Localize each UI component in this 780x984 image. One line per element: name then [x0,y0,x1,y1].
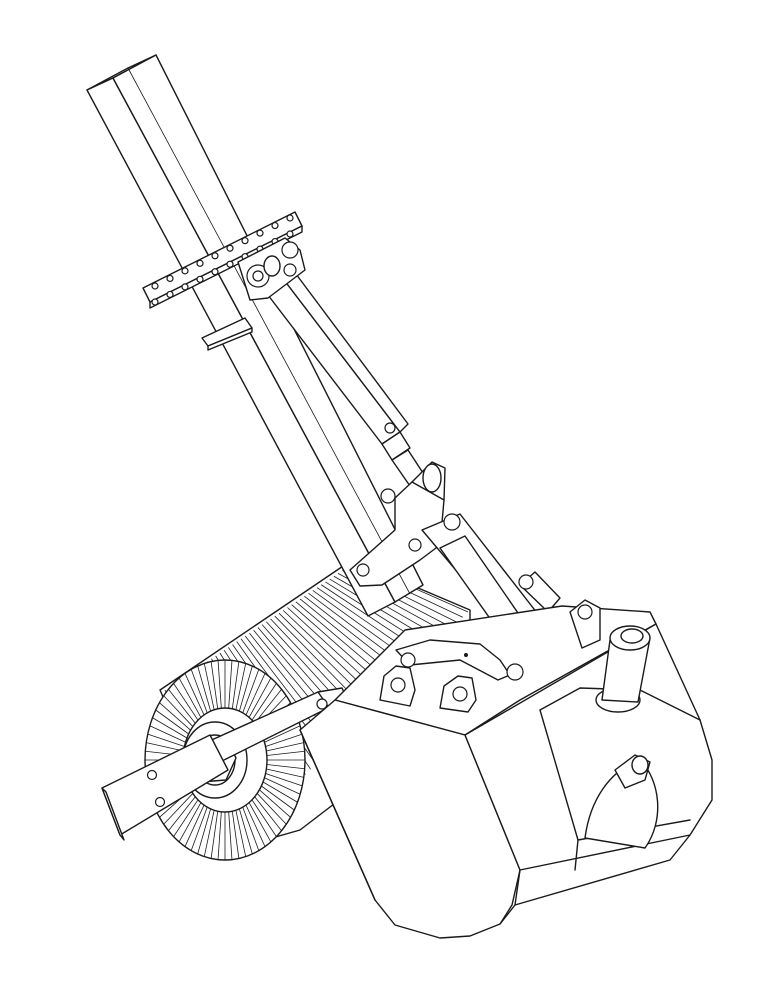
drum-end-fin-line [236,663,246,709]
flange-bolt [152,283,158,289]
drum-end-fin-line [264,778,300,794]
flange-bolt [182,268,188,274]
drum-end-fin-line [259,790,290,818]
drum-end-fin-line [211,811,218,858]
drum-end-fin-line [185,805,204,847]
drum-end-fin-line [246,805,265,847]
spacer-plate [202,318,252,350]
drum-end-fin-line [255,797,282,831]
drum-end-fin-line [168,797,195,831]
drum-end-fin-line [179,678,201,717]
drum-end-fin-line [239,809,252,854]
flange-bolt [167,275,173,281]
flange-bolt [257,230,263,236]
drum-end-fin-line [150,726,186,742]
drum-end-fin-line [263,782,297,802]
flange-bolt [287,231,293,237]
drum-end-fin-line [246,673,265,715]
drum-end-fin-line [243,669,259,713]
flange-bolt [212,253,218,259]
flange-bolt [227,261,233,267]
drum-end-fin-line [218,812,221,860]
drum-end-fin-line [185,673,204,715]
drum-end-fin-line [198,666,211,711]
drum-end-fin-line [229,812,232,860]
drum-end-fin-line [267,765,305,769]
drum-end-fin-line [174,800,198,837]
drum-end-fin-line [255,689,282,723]
drum-end-fin-line [198,809,211,854]
flange-bolt [182,284,188,290]
upper-clevis-bracket [350,462,445,586]
drum-end-fin-line [261,786,294,810]
lug-mounts [380,640,523,712]
flange-bolt [197,276,203,282]
drum-end-fin-line [266,769,303,777]
drum-end-fin-line [191,807,207,851]
flange-bolt [197,260,203,266]
drum-end-fin-line [236,810,246,856]
drum-end-fin-line [266,734,303,746]
drum-end-fin-line [164,793,193,824]
drum-end-fin-line [191,669,207,713]
drum-end-fin-line [229,660,232,708]
flange-bolt [287,215,293,221]
flange-bolt [272,223,278,229]
drum-end-fin-line [146,743,183,751]
drum-end-fin-line [252,800,276,837]
drum-end-fin-line [257,793,286,824]
drum-end-fin-line [239,666,252,711]
drum-end-fin-line [243,807,259,851]
bolted-flange-collar [143,212,305,308]
drum-end-fin-line [232,662,239,709]
flange-bolt [212,269,218,275]
drum-end-fin-line [152,718,186,738]
drum-end-fin-line [249,803,271,842]
flange-bolt [227,245,233,251]
drum-end-fin-line [249,678,271,717]
drum-end-fin-line [264,726,300,742]
flange-bolt [167,291,173,297]
bucket-body [300,600,712,938]
drum-end-fin-line [168,689,195,723]
drum-end-fin-line [156,710,189,734]
drum-end-fin-line [252,683,276,720]
drum-end-fin-line [266,743,303,751]
drum-end-fin-line [159,703,190,731]
drum-end-fin-line [204,810,214,856]
drum-end-fin-line [179,803,201,842]
drum-end-fin-line [148,734,185,746]
flange-bolt [242,238,248,244]
drum-end-fin-line [218,660,221,708]
shaft-journal [596,626,650,788]
drum-end-fin-line [266,773,303,785]
drum-end-fin-line [211,662,218,709]
drum-end-fin-line [204,663,214,709]
square-tube-handle [87,55,423,616]
drum-end-fin-line [174,683,198,720]
drum-end-fin-line [232,811,239,858]
drum-end-fin-line [267,751,305,755]
flange-bolt [152,299,158,305]
drum-end-fin-line [164,696,193,727]
